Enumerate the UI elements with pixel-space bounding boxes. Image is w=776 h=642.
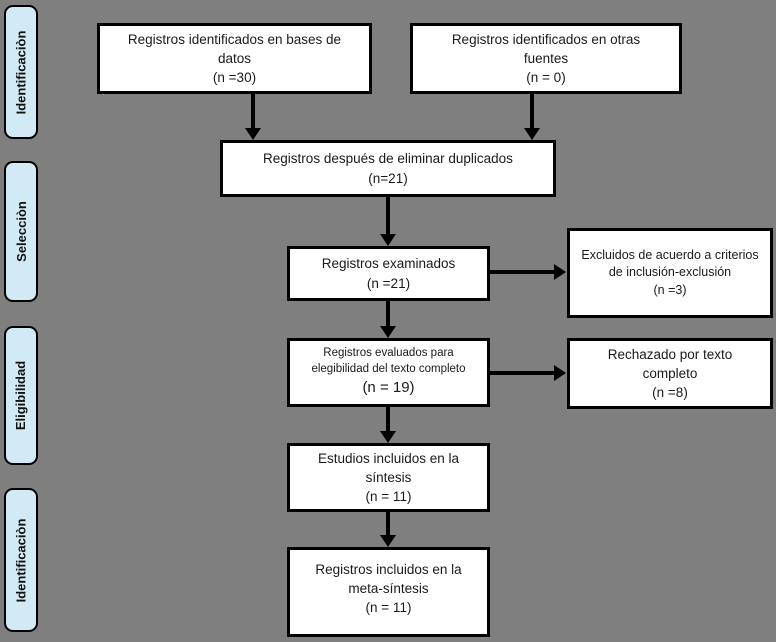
flow-box-screened: Registros examinados (n =21) — [287, 246, 490, 301]
stage-label-text: Selecciòn — [13, 201, 29, 262]
flow-box-excluded: Excluidos de acuerdo a criterios de incl… — [567, 228, 773, 318]
flow-box-count: (n =30) — [212, 70, 257, 86]
flow-box-count: (n = 19) — [362, 379, 415, 397]
stage-label-identification-bottom: Identificaciòn — [4, 488, 38, 632]
flow-box-text: Estudios incluidos en la síntesis — [317, 450, 460, 485]
arrow-head-icon — [245, 128, 261, 140]
flow-box-count: (n = 11) — [365, 600, 412, 616]
flow-box-count: (n = 11) — [365, 489, 412, 505]
arrow-line — [487, 371, 555, 375]
arrow-head-icon — [554, 365, 566, 381]
arrow-line — [386, 512, 390, 536]
arrow-line — [530, 94, 534, 129]
flow-box-text: Registros identificados en bases de dato… — [127, 31, 342, 66]
flow-box-count: (n =21) — [366, 275, 411, 291]
stage-label-text: Eligibilidad — [13, 360, 29, 431]
flow-box-other-sources: Registros identificados en otras fuentes… — [410, 23, 682, 94]
arrow-line — [386, 407, 390, 432]
arrow-head-icon — [380, 535, 396, 547]
flow-box-count: (n =3) — [653, 282, 687, 297]
arrow-head-icon — [380, 234, 396, 246]
flow-box-fulltext: Registros evaluados para elegibilidad de… — [287, 338, 490, 407]
stage-label-selection: Selecciòn — [4, 161, 38, 302]
flow-box-deduplicated: Registros después de eliminar duplicados… — [220, 140, 556, 197]
flow-box-text: Registros identificados en otras fuentes — [451, 31, 641, 66]
flow-box-count: (n=21) — [368, 170, 408, 186]
flow-box-databases: Registros identificados en bases de dato… — [97, 23, 372, 94]
arrow-line — [386, 197, 390, 235]
stage-label-text: Identificaciòn — [13, 30, 29, 114]
arrow-head-icon — [554, 264, 566, 280]
stage-label-identification-top: Identificaciòn — [4, 5, 38, 139]
arrow-line — [487, 270, 555, 274]
flow-box-count: (n = 0) — [526, 70, 566, 86]
flow-box-text: Registros después de eliminar duplicados — [263, 151, 513, 167]
flow-box-text: Rechazado por texto completo — [607, 346, 733, 381]
flow-box-meta-synthesis: Registros incluidos en la meta-síntesis … — [287, 547, 490, 637]
flow-box-text: Registros evaluados para elegibilidad de… — [311, 347, 466, 375]
flow-box-text: Registros examinados — [321, 256, 456, 272]
arrow-line — [251, 94, 255, 129]
flow-box-count: (n =8) — [652, 385, 688, 401]
arrow-line — [386, 301, 390, 327]
flow-box-rejected: Rechazado por texto completo (n =8) — [567, 338, 773, 409]
flow-box-text: Excluidos de acuerdo a criterios de incl… — [581, 247, 759, 280]
flow-box-synthesis: Estudios incluidos en la síntesis (n = 1… — [287, 443, 490, 512]
arrow-head-icon — [524, 128, 540, 140]
stage-label-text: Identificaciòn — [13, 518, 29, 602]
arrow-head-icon — [380, 326, 396, 338]
flow-box-text: Registros incluidos en la meta-síntesis — [315, 562, 462, 597]
stage-label-eligibility: Eligibilidad — [4, 326, 38, 465]
arrow-head-icon — [380, 431, 396, 443]
